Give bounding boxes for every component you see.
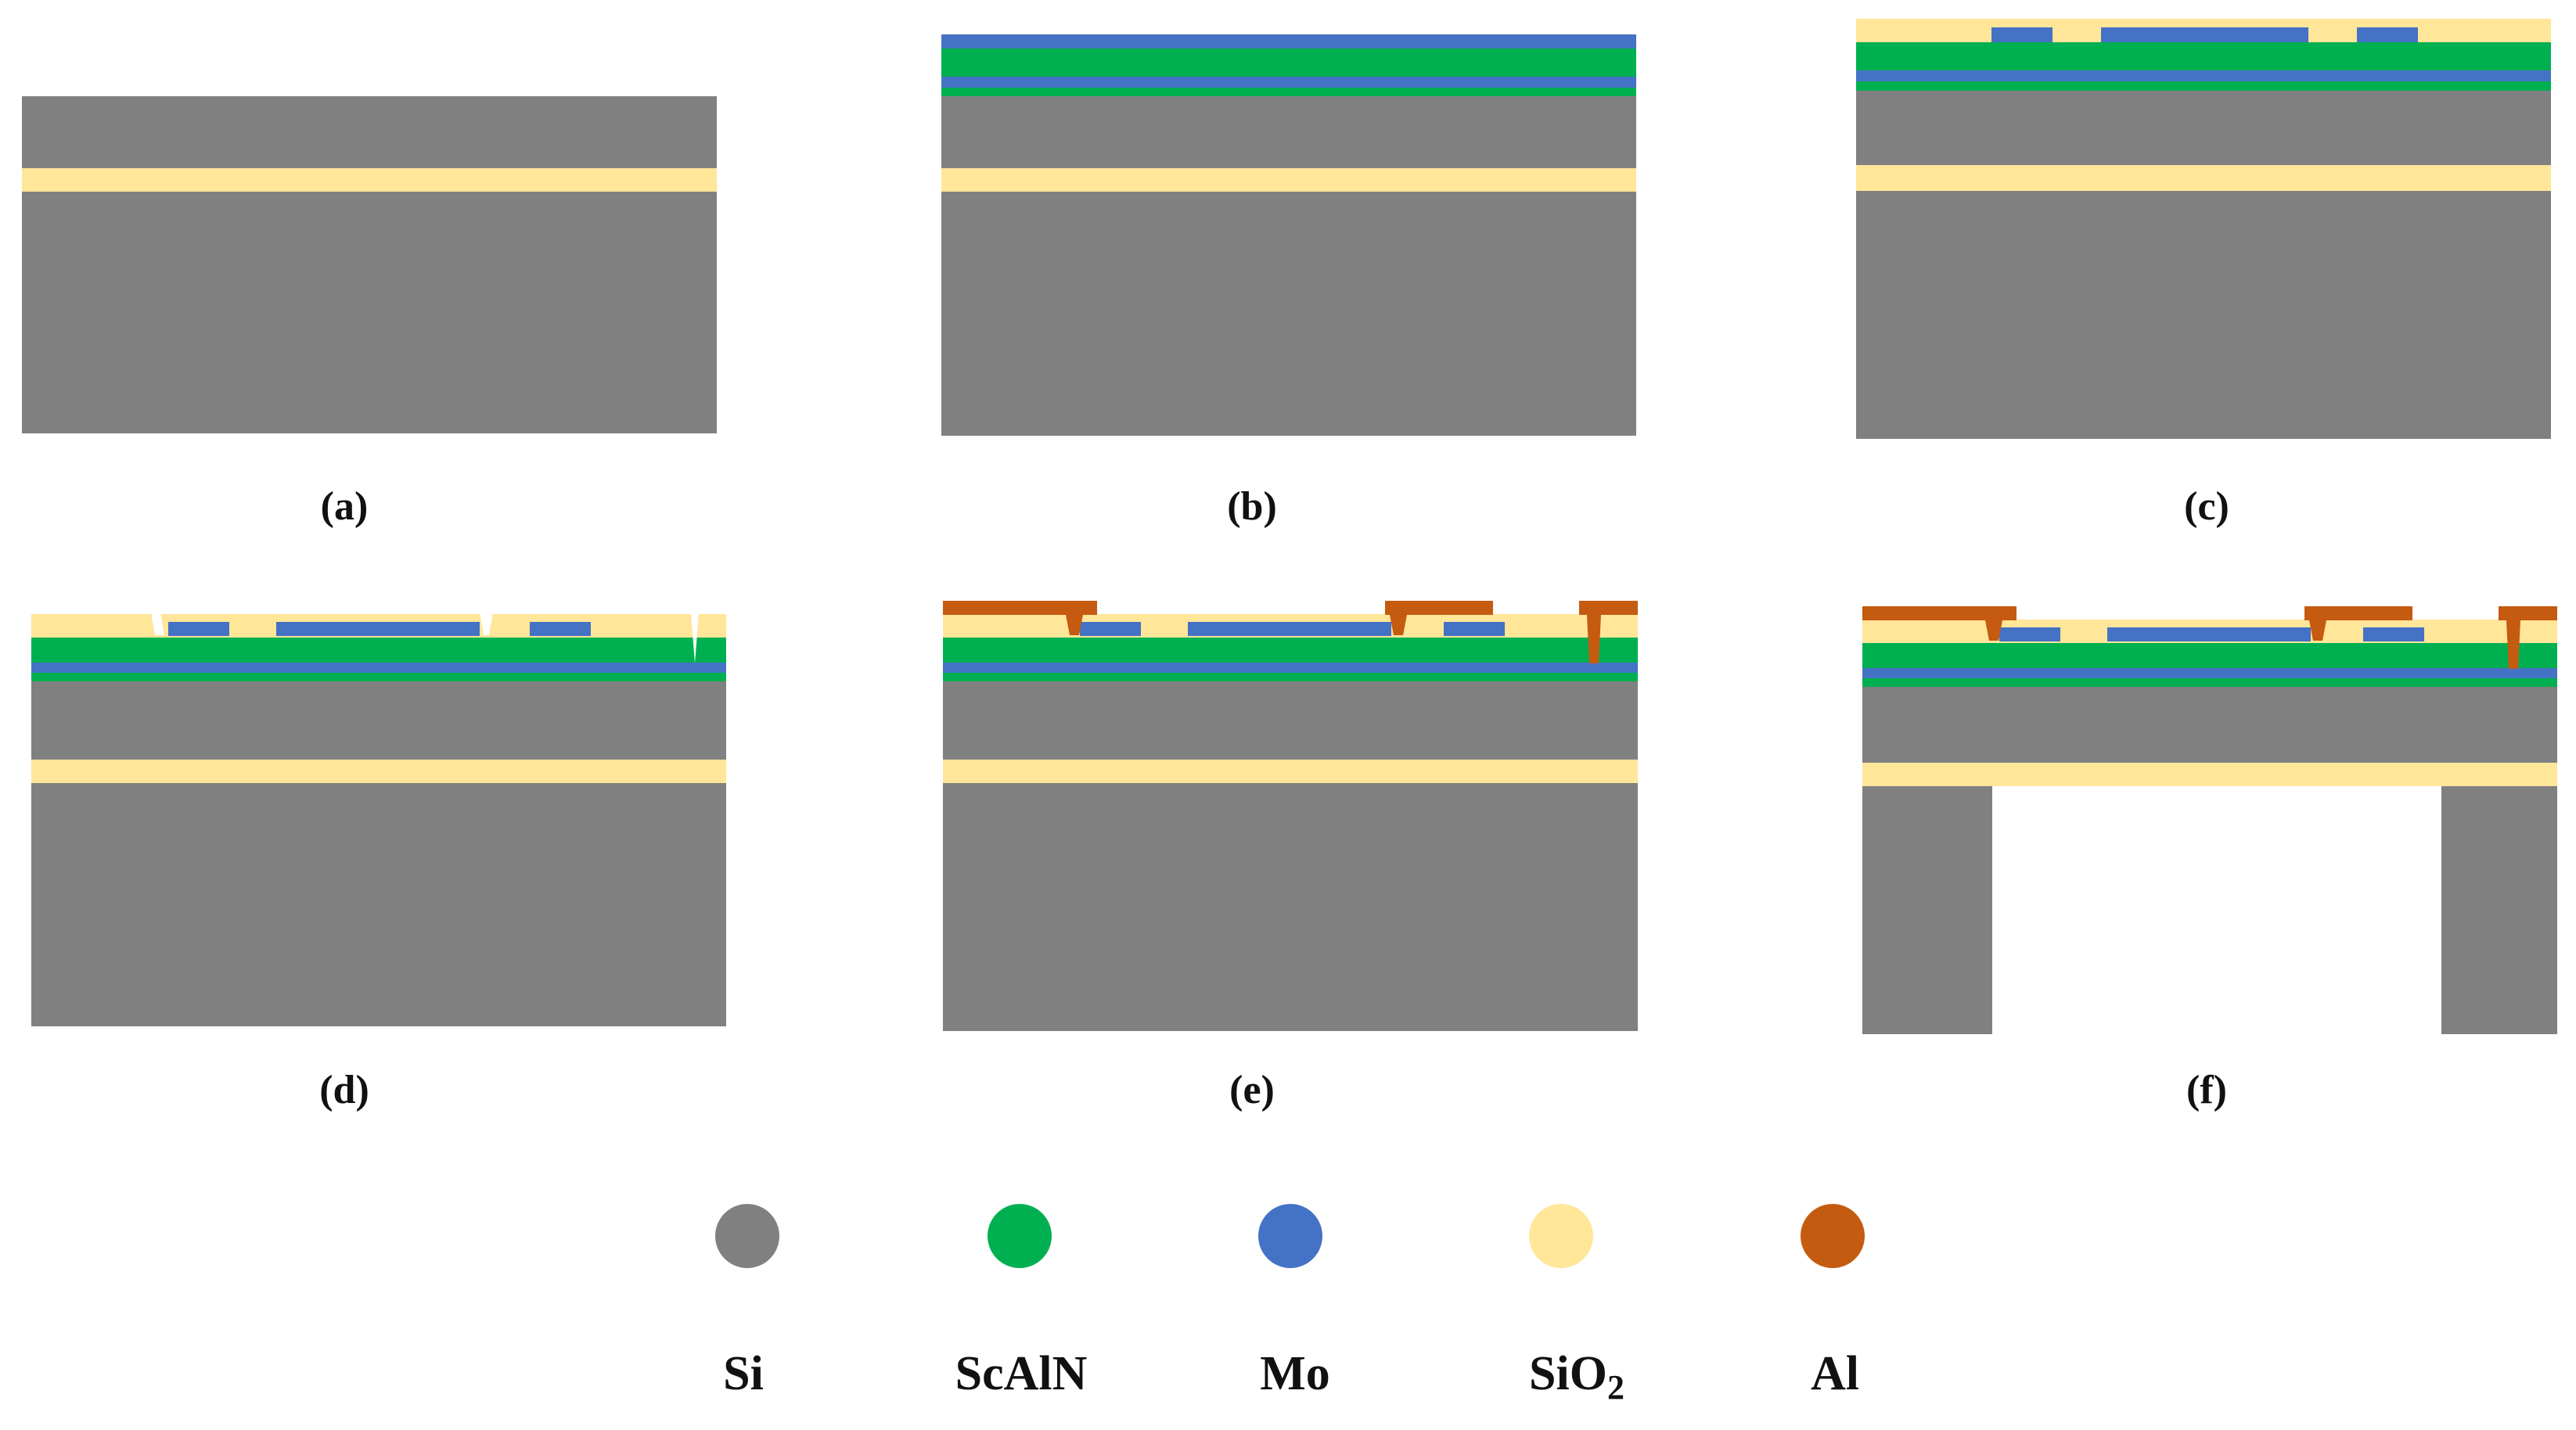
b-scaln-seed-layer <box>941 88 1636 96</box>
c-mo-electrode-2 <box>2101 27 2308 43</box>
f-al-pad-1 <box>1862 606 2017 620</box>
f-al-pad-3 <box>2499 606 2557 620</box>
c-si-device-layer <box>1856 91 2551 165</box>
d-scaln-top-layer <box>31 638 726 663</box>
c-mo-electrode-3 <box>2357 27 2418 43</box>
f-si-handle-right <box>2441 786 2557 1034</box>
f-sio2-box-layer <box>1862 763 2557 786</box>
e-sio2-box-layer <box>943 760 1638 783</box>
e-al-via-2 <box>1390 615 1407 635</box>
d-mo-electrode-1 <box>168 622 229 636</box>
e-al-via-3 <box>1587 615 1601 663</box>
c-sio2-box-layer <box>1856 165 2551 191</box>
e-scaln-top-layer <box>943 638 1638 663</box>
legend-mo-swatch <box>1258 1204 1322 1268</box>
f-scaln-top-layer <box>1862 643 2557 668</box>
c-si-handle <box>1856 191 2551 439</box>
d-mo-electrode-3 <box>530 622 591 636</box>
c-mo-bottom-layer <box>1856 70 2551 81</box>
d-scaln-seed-layer <box>31 673 726 681</box>
f-al-via-3 <box>2506 620 2520 669</box>
b-mo-bottom-layer <box>941 77 1636 88</box>
a-si-handle <box>22 192 717 433</box>
legend-al-label: Al <box>1811 1347 1859 1400</box>
legend-mo-label: Mo <box>1260 1347 1330 1400</box>
step-f-caption: (f) <box>2186 1068 2227 1112</box>
d-via-opening-2 <box>480 613 493 635</box>
f-scaln-seed-layer <box>1862 678 2557 687</box>
legend-sio2-swatch <box>1529 1204 1593 1268</box>
f-al-pad-2 <box>2304 606 2412 620</box>
f-si-device-layer <box>1862 687 2557 763</box>
d-sio2-box-layer <box>31 760 726 783</box>
f-mo-electrode-2 <box>2107 627 2311 641</box>
f-al-via-1 <box>1985 620 2002 641</box>
d-mo-electrode-2 <box>276 622 480 636</box>
e-al-pad-3 <box>1579 601 1638 615</box>
d-via-opening-3 <box>691 613 699 663</box>
d-via-opening-1 <box>151 613 164 635</box>
c-scaln-top-layer <box>1856 42 2551 70</box>
e-mo-electrode-2 <box>1188 622 1391 636</box>
legend-al-swatch <box>1801 1204 1865 1268</box>
d-mo-bottom-layer <box>31 663 726 673</box>
e-al-pad-1 <box>943 601 1097 615</box>
e-si-device-layer <box>943 681 1638 760</box>
e-si-handle <box>943 783 1638 1031</box>
f-al-via-2 <box>2309 620 2326 641</box>
b-si-device-layer <box>941 96 1636 168</box>
step-b-caption: (b) <box>1227 484 1277 529</box>
a-sio2-box-layer <box>22 168 717 192</box>
step-c-caption: (c) <box>2184 484 2229 529</box>
step-d-caption: (d) <box>319 1068 369 1112</box>
f-si-handle-left <box>1862 786 1992 1034</box>
legend-si-label: Si <box>723 1347 764 1400</box>
c-mo-electrode-1 <box>1991 27 2053 43</box>
a-si-device-layer <box>22 96 717 168</box>
b-mo-top-layer <box>941 34 1636 49</box>
legend-si-swatch <box>715 1204 779 1268</box>
e-mo-bottom-layer <box>943 663 1638 673</box>
legend-scaln-swatch <box>988 1204 1052 1268</box>
e-al-via-1 <box>1066 615 1083 635</box>
b-sio2-box-layer <box>941 168 1636 192</box>
e-al-pad-2 <box>1385 601 1493 615</box>
step-e-caption: (e) <box>1229 1068 1275 1112</box>
e-mo-electrode-3 <box>1444 622 1505 636</box>
c-scaln-seed-layer <box>1856 81 2551 91</box>
d-si-handle <box>31 783 726 1026</box>
b-si-handle <box>941 192 1636 436</box>
d-si-device-layer <box>31 681 726 760</box>
b-scaln-top-layer <box>941 49 1636 77</box>
legend-scaln-label: ScAlN <box>955 1347 1088 1400</box>
legend-sio2-label: SiO2 <box>1529 1347 1624 1407</box>
f-mo-electrode-3 <box>2363 627 2424 641</box>
f-mo-electrode-1 <box>1999 627 2060 641</box>
e-scaln-seed-layer <box>943 673 1638 681</box>
e-mo-electrode-1 <box>1080 622 1141 636</box>
step-a-caption: (a) <box>320 484 369 529</box>
f-mo-bottom-layer <box>1862 668 2557 678</box>
